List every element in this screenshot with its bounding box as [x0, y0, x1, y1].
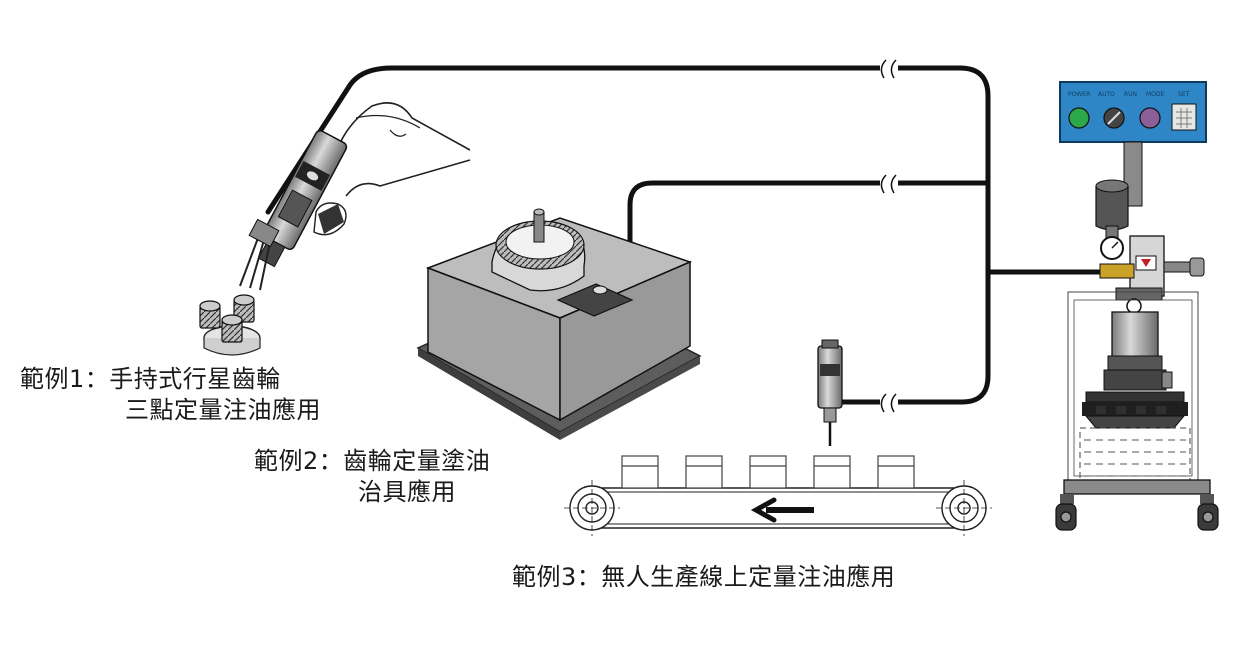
lubrication-pump-machine: POWER AUTO RUN MODE SET	[1055, 81, 1219, 531]
conveyor-pulley-left	[564, 480, 620, 536]
caption-example-2-line2: 治具應用	[358, 478, 456, 506]
hose-to-gear-fixture	[627, 180, 991, 248]
dispensing-valve	[817, 339, 843, 446]
gear-icon	[199, 294, 255, 343]
hose-to-hand-gun	[265, 65, 991, 275]
caption-example-3: 範例3：無人生產線上定量注油應用	[512, 562, 895, 593]
caption-example-1-line1: 範例1：手持式行星齒輪	[20, 365, 281, 393]
panel-label-power: POWER	[1068, 91, 1090, 98]
panel-label-set: SET	[1178, 91, 1190, 98]
hand-icon	[331, 102, 471, 197]
conveyor-line	[564, 455, 992, 536]
conveyor-pulley-right	[936, 480, 992, 536]
panel-label-auto: AUTO	[1098, 91, 1115, 98]
conveyor-parts	[621, 455, 915, 489]
left-arrow-icon	[750, 497, 814, 523]
hose-to-valve	[837, 269, 991, 405]
caption-example-2-line1: 範例2：齒輪定量塗油	[254, 447, 491, 475]
gear-lubrication-fixture	[416, 208, 702, 440]
counter-display	[1171, 103, 1197, 131]
caption-example-1-line2: 三點定量注油應用	[125, 396, 321, 424]
panel-labels: POWER AUTO RUN MODE SET	[1068, 91, 1190, 98]
panel-label-mode: MODE	[1146, 91, 1165, 98]
caption-example-2: 範例2：齒輪定量塗油 治具應用	[254, 446, 490, 508]
cart-base	[1063, 479, 1211, 495]
hand-grease-gun	[239, 102, 471, 291]
hose-break-marks	[880, 59, 898, 413]
hose-network	[265, 65, 1103, 405]
caption-example-3-line1: 範例3：無人生產線上定量注油應用	[512, 563, 896, 591]
mode-button	[1139, 107, 1161, 129]
power-button	[1068, 107, 1090, 129]
panel-label-run: RUN	[1124, 91, 1137, 98]
planetary-gear-set	[199, 294, 261, 356]
caption-example-1: 範例1：手持式行星齒輪 三點定量注油應用	[20, 364, 321, 426]
grease-drum	[1079, 427, 1191, 489]
cart-wheels	[1055, 503, 1219, 531]
